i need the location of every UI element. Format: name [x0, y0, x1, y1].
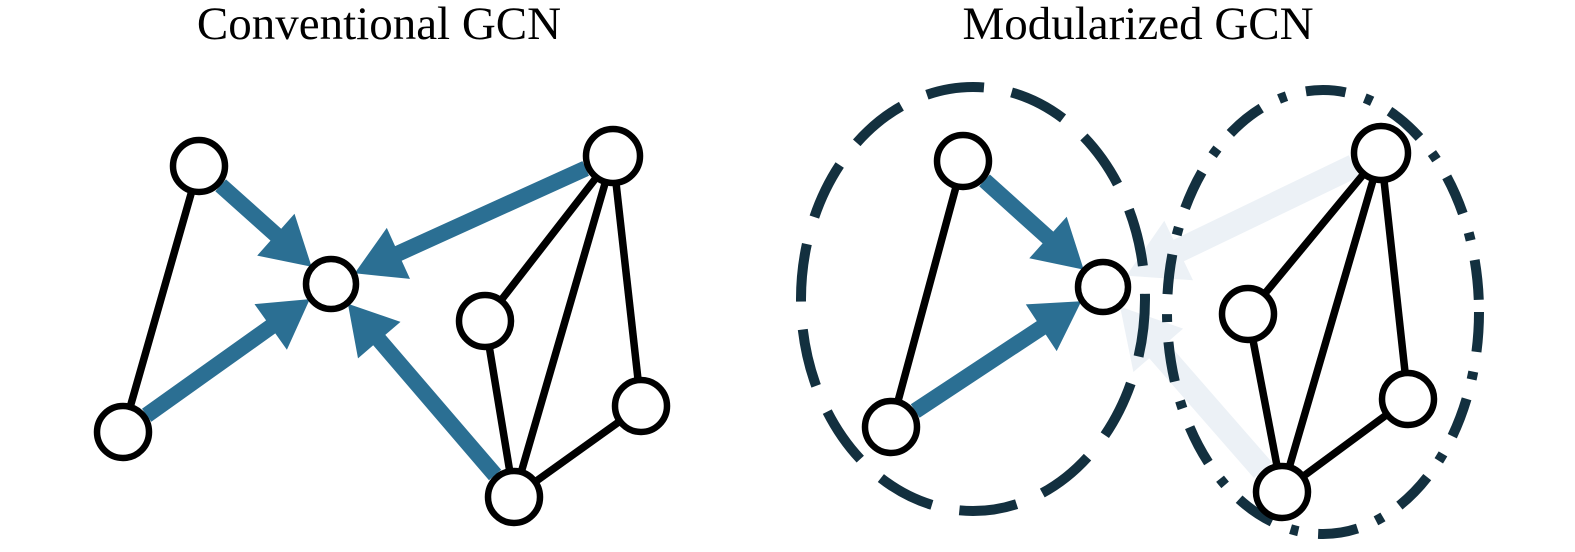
graph-edge-eg [1244, 313, 1286, 493]
graph-edge-ab [887, 160, 967, 428]
cluster-ellipse-dash-dot [1162, 85, 1484, 539]
graph-node-e [1218, 284, 1278, 344]
graph-node-b [861, 397, 921, 457]
graph-node-d [582, 125, 644, 187]
graph-node-f [1378, 369, 1438, 429]
graph-node-g [1252, 462, 1312, 522]
graph-edge-ab [119, 164, 203, 434]
panel-conventional-gcn [93, 125, 671, 527]
graph-edge-df [1377, 152, 1412, 400]
aggregation-arrow-solid-b-to-c [910, 301, 1082, 418]
graph-node-c [302, 255, 360, 313]
panel-title-conventional-gcn: Conventional GCN [196, 0, 562, 50]
graph-node-f [611, 376, 671, 436]
graph-edge-eg [481, 320, 518, 498]
graph-node-a [933, 131, 993, 191]
graph-edge-de [1245, 150, 1384, 317]
graph-edge-dg [1278, 151, 1385, 494]
graph-edge-dg [510, 154, 617, 499]
aggregation-arrow-solid-a-to-c [215, 179, 312, 267]
graph-node-a [169, 136, 229, 196]
graph-edge-de [482, 153, 616, 324]
aggregation-arrow-solid-a-to-c [979, 174, 1084, 270]
graph-node-c [1074, 258, 1132, 316]
aggregation-arrow-solid-b-to-c [142, 299, 310, 422]
graph-edge-df [609, 155, 645, 407]
aggregation-arrow-solid-g-to-c [347, 303, 502, 481]
aggregation-arrow-faded-g-to-c [1120, 306, 1272, 478]
graph-node-d [1350, 122, 1412, 184]
panel-title-modularized-gcn: Modularized GCN [962, 0, 1314, 50]
graph-node-e [455, 291, 515, 351]
aggregation-arrow-solid-d-to-c [354, 161, 589, 279]
panel-modularized-gcn [796, 82, 1484, 539]
cluster-ellipse-long-dash [796, 82, 1150, 516]
graph-node-b [93, 402, 153, 462]
graph-node-g [484, 467, 544, 527]
aggregation-arrow-faded-d-to-c [1126, 155, 1360, 281]
